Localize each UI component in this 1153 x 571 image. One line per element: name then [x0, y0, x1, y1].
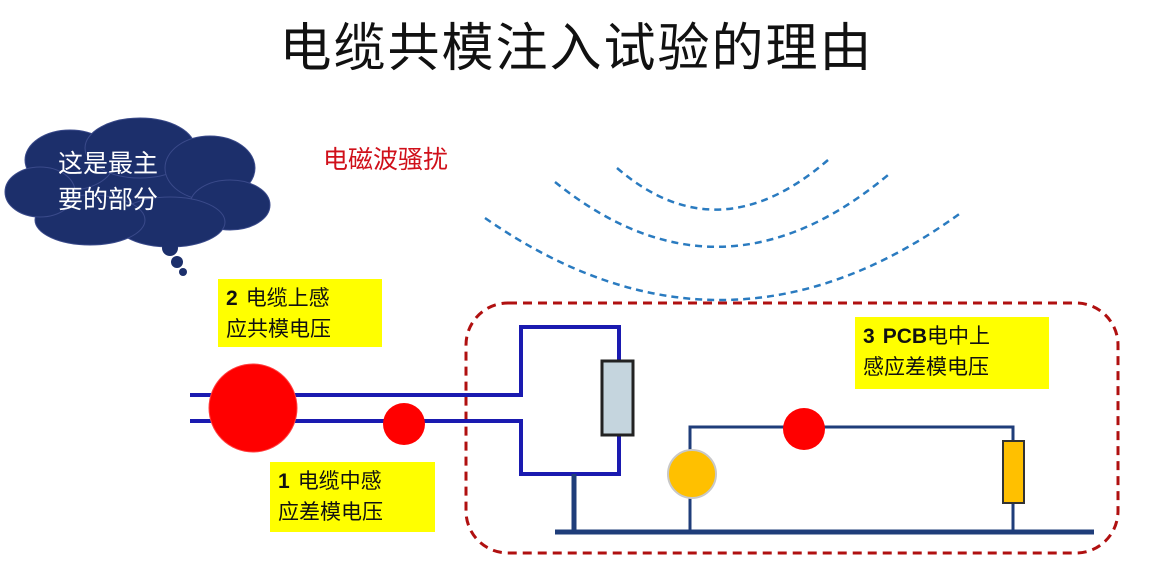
- note-number: 2: [226, 287, 238, 310]
- em-wave-inner: [616, 159, 829, 211]
- thought-bubble-line1: 这是最主: [58, 149, 159, 178]
- emi-label: 电磁波骚扰: [323, 145, 449, 174]
- pcb-loop: [688, 425, 1015, 532]
- equipment-boundary: [464, 301, 1120, 555]
- note-number: 1: [278, 470, 290, 493]
- cable-termination-resistor: [600, 359, 635, 437]
- page-title: 电缆共模注入试验的理由: [279, 19, 874, 79]
- thought-cloud: [4, 117, 271, 276]
- em-wave-outer: [484, 210, 963, 302]
- note-line2: 感应差模电压: [863, 355, 989, 379]
- note-cable-common-mode: 2 电缆上感 应共模电压: [218, 279, 382, 347]
- thought-bubble-line2: 要的部分: [58, 185, 159, 214]
- em-waves: [484, 159, 963, 302]
- thought-bubble-text: 这是最主 要的部分: [58, 146, 198, 218]
- note-line1: 电中上: [927, 324, 991, 348]
- cable-dm-source: [383, 403, 425, 445]
- note-pcb: PCB: [882, 325, 928, 348]
- cable-cm-source: [208, 363, 298, 453]
- pcb-load-resistor: [1002, 440, 1025, 504]
- note-line2: 应共模电压: [226, 317, 331, 341]
- pcb-dm-source: [783, 408, 825, 450]
- note-cable-differential-mode: 1 电缆中感 应差模电压: [270, 462, 435, 532]
- note-line2: 应差模电压: [278, 500, 383, 524]
- pcb-voltage-source: [667, 449, 717, 499]
- note-number: 3: [863, 325, 875, 348]
- note-pcb-differential-mode: 3 PCB电中上 感应差模电压: [855, 317, 1049, 389]
- note-line1: 电缆中感: [297, 469, 382, 493]
- note-line1: 电缆上感: [245, 286, 330, 310]
- em-wave-middle: [554, 174, 889, 248]
